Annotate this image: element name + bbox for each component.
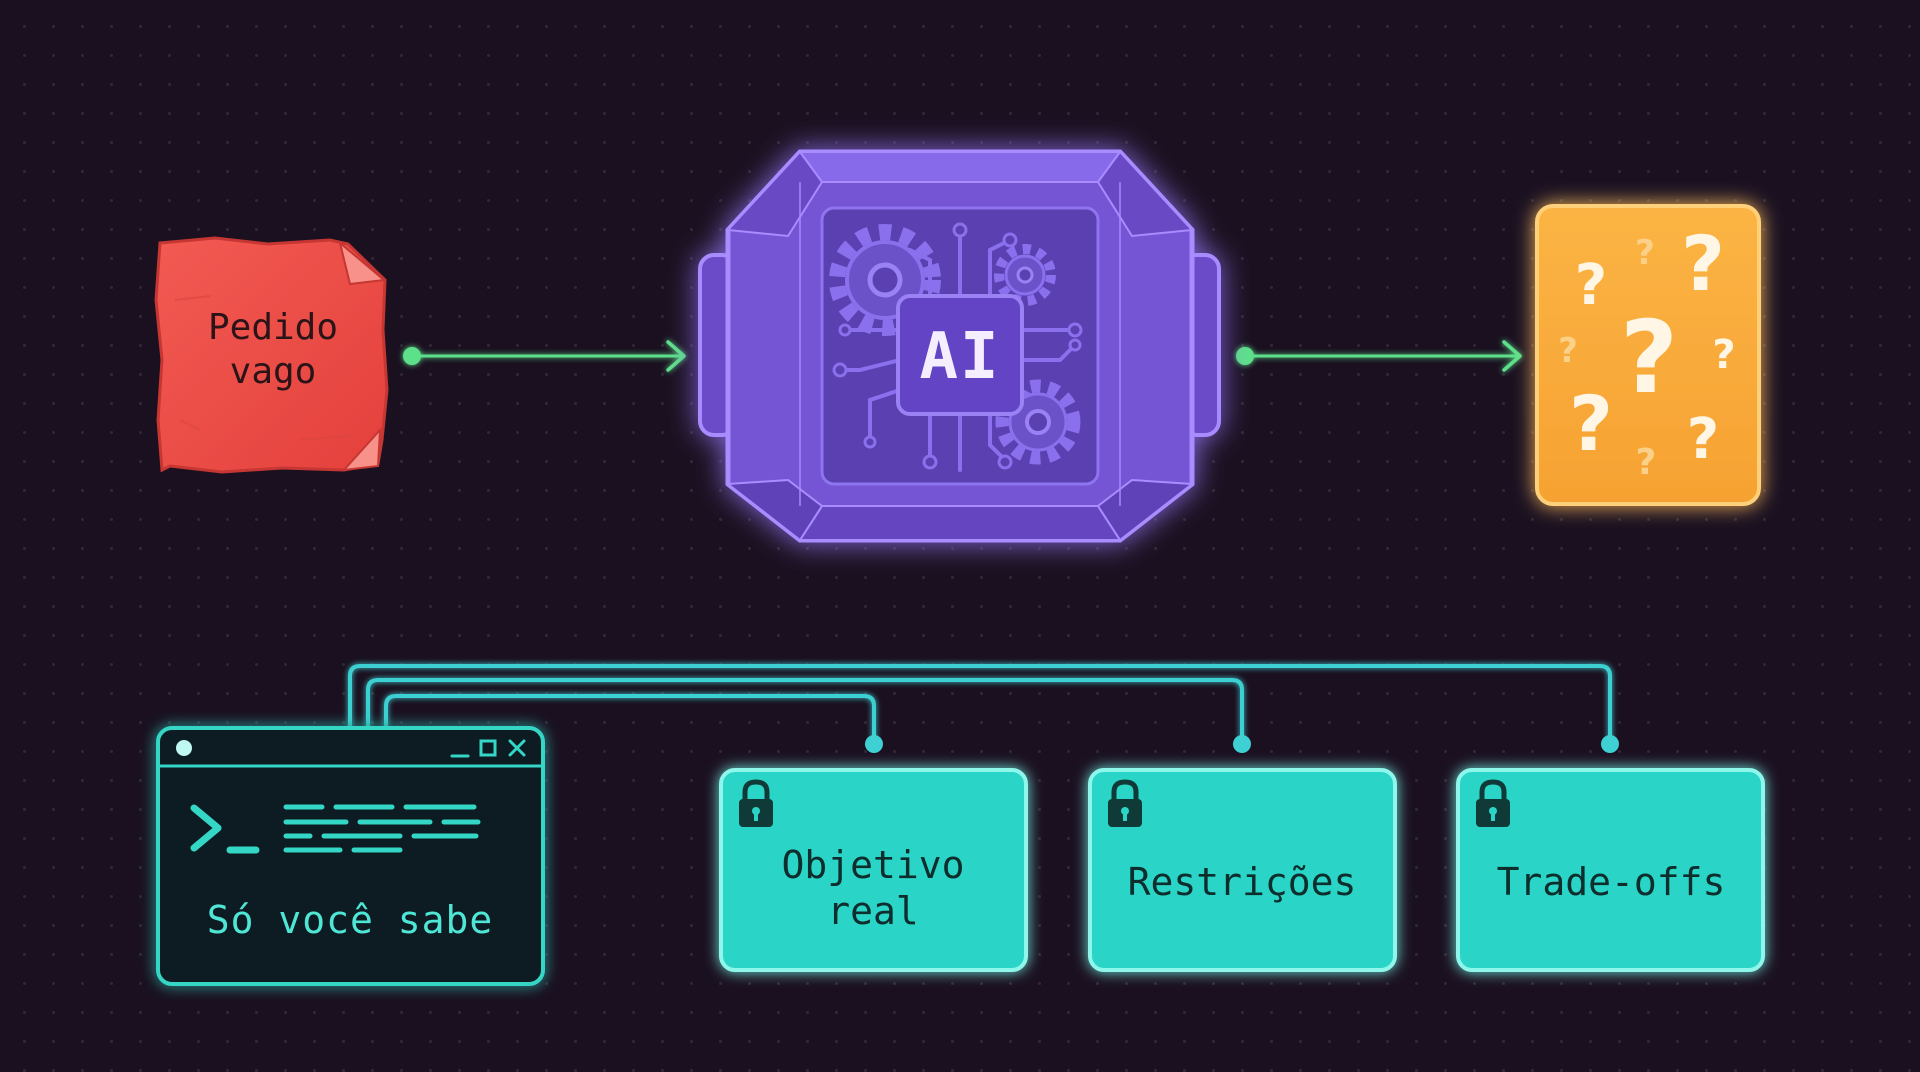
window-status-dot [176,740,192,756]
terminal-label: Só você sabe [206,898,494,942]
gear-icon-small [994,244,1056,306]
ai-label: AI [919,320,1001,394]
svg-text:?: ? [1681,219,1725,308]
question-marks-icon: ? ? ? ? ? ? ? ? ? [1558,219,1735,483]
close-icon [508,739,526,757]
svg-text:?: ? [1636,442,1657,483]
lock-icon [1476,779,1510,827]
terminal-prompt-icon [190,804,260,854]
box-tradeoffs [1456,768,1765,972]
terminal-window [156,726,545,986]
terminal-text-lines [283,804,481,853]
arrow-ai-to-output [1236,340,1522,372]
arrow-input-to-ai [403,340,686,372]
lock-icon [1108,779,1142,827]
vague-request-note [154,236,389,474]
unknown-output-card: ? ? ? ? ? ? ? ? ? [1535,204,1761,506]
connector-lines [348,664,1612,744]
svg-text:?: ? [1558,331,1578,371]
box-constraints [1088,768,1397,972]
ai-processor [698,149,1221,543]
box-goal [719,768,1028,972]
box-goal-label: Objetivo real [781,843,965,934]
box-constraints-label: Restrições [1127,860,1357,904]
svg-text:?: ? [1687,407,1719,472]
vague-request-label: Pedido vago [207,307,339,392]
gear-icon-bottom [995,379,1081,465]
connector-dots [865,735,1619,753]
maximize-icon [479,739,497,757]
box-tradeoffs-label: Trade-offs [1496,860,1726,904]
svg-text:?: ? [1712,332,1735,378]
svg-text:?: ? [1635,233,1655,273]
circuit-traces [838,230,1077,472]
ai-chip-core [896,294,1024,416]
svg-text:?: ? [1575,253,1607,318]
svg-text:?: ? [1569,379,1613,468]
svg-text:?: ? [1620,299,1678,416]
lock-icon [739,779,773,827]
